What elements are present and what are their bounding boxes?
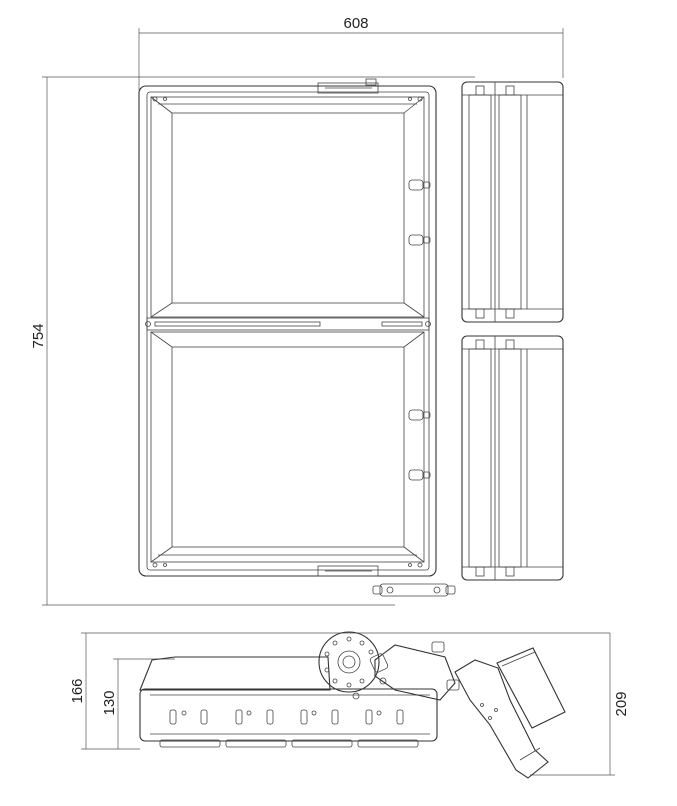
dimension-width: 608 [138,15,564,90]
side-housing-body [139,656,438,742]
dimension-side-209-label: 209 [613,691,630,716]
dimension-height: 754 [30,76,475,606]
front-view [138,78,564,597]
corner-screws [152,96,423,568]
side-lens-modules [159,739,419,748]
mounting-arm [369,641,549,779]
driver-housing-upper [461,81,564,323]
side-vent-slots [169,709,404,725]
driver-housing-lower [461,335,564,581]
pivot-disc [318,631,387,700]
upper-lamp-panel [150,96,425,318]
dimension-side-130-label: 130 [101,690,118,715]
dimension-height-label: 754 [30,323,47,348]
side-driver-box [496,647,566,729]
middle-divider-bar [145,317,431,331]
bottom-mount-bracket [372,583,456,597]
dimension-width-label: 608 [343,15,368,32]
side-view: 166 130 209 [69,631,630,779]
dimension-side-166-label: 166 [69,678,86,703]
lower-lamp-panel [150,331,425,563]
cable-glands [408,179,431,481]
